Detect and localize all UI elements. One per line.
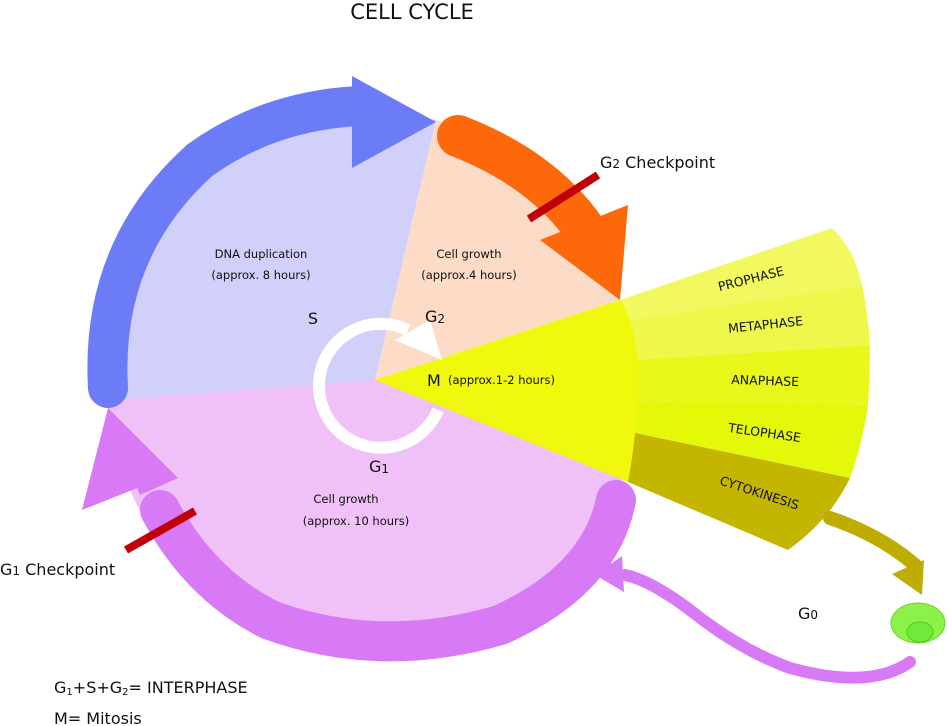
- m-phase-label: M: [427, 371, 441, 390]
- m-sector: [375, 300, 639, 482]
- g1-desc-line2: (approx. 10 hours): [303, 514, 410, 528]
- g1-phase-arrow: [82, 408, 636, 662]
- g2-checkpoint-bar: [526, 171, 601, 223]
- s-phase-label: S: [308, 309, 318, 328]
- g2-sector: [375, 120, 620, 380]
- g1-desc-line1: Cell growth: [313, 492, 378, 506]
- inner-cycle-arrow: [312, 317, 444, 454]
- cytokinesis-arrow: [823, 511, 924, 595]
- g2-phase-label: G2: [425, 307, 445, 326]
- g0-cell: [890, 602, 946, 644]
- anaphase-sector: [630, 345, 870, 405]
- metaphase-sector: [628, 285, 870, 360]
- g0-return-arrow: [595, 556, 916, 684]
- s-phase-arrow: [87, 76, 436, 408]
- g2-desc-line1: Cell growth: [436, 247, 501, 261]
- legend-mitosis: M= Mitosis: [54, 709, 142, 726]
- g1-checkpoint-label: G1 Checkpoint: [0, 560, 115, 579]
- legend-interphase: G1+S+G2= INTERPHASE: [54, 678, 248, 698]
- m-desc: (approx.1-2 hours): [448, 373, 555, 387]
- prophase-sector: [620, 228, 862, 320]
- anaphase-label: ANAPHASE: [731, 372, 799, 389]
- s-desc-line1: DNA duplication: [215, 247, 308, 261]
- g2-desc-line2: (approx.4 hours): [421, 268, 517, 282]
- cytokinesis-sector: [628, 432, 850, 550]
- g1-phase-label: G1: [369, 457, 389, 476]
- diagram-title: CELL CYCLE: [350, 0, 474, 24]
- g0-label: G0: [798, 604, 818, 623]
- telophase-sector: [630, 400, 868, 478]
- g1-checkpoint-bar: [124, 507, 197, 554]
- g2-phase-arrow: [437, 115, 628, 300]
- mitosis-fan: [620, 228, 870, 550]
- s-desc-line2: (approx. 8 hours): [211, 268, 310, 282]
- g2-checkpoint-label: G2 Checkpoint: [600, 153, 715, 172]
